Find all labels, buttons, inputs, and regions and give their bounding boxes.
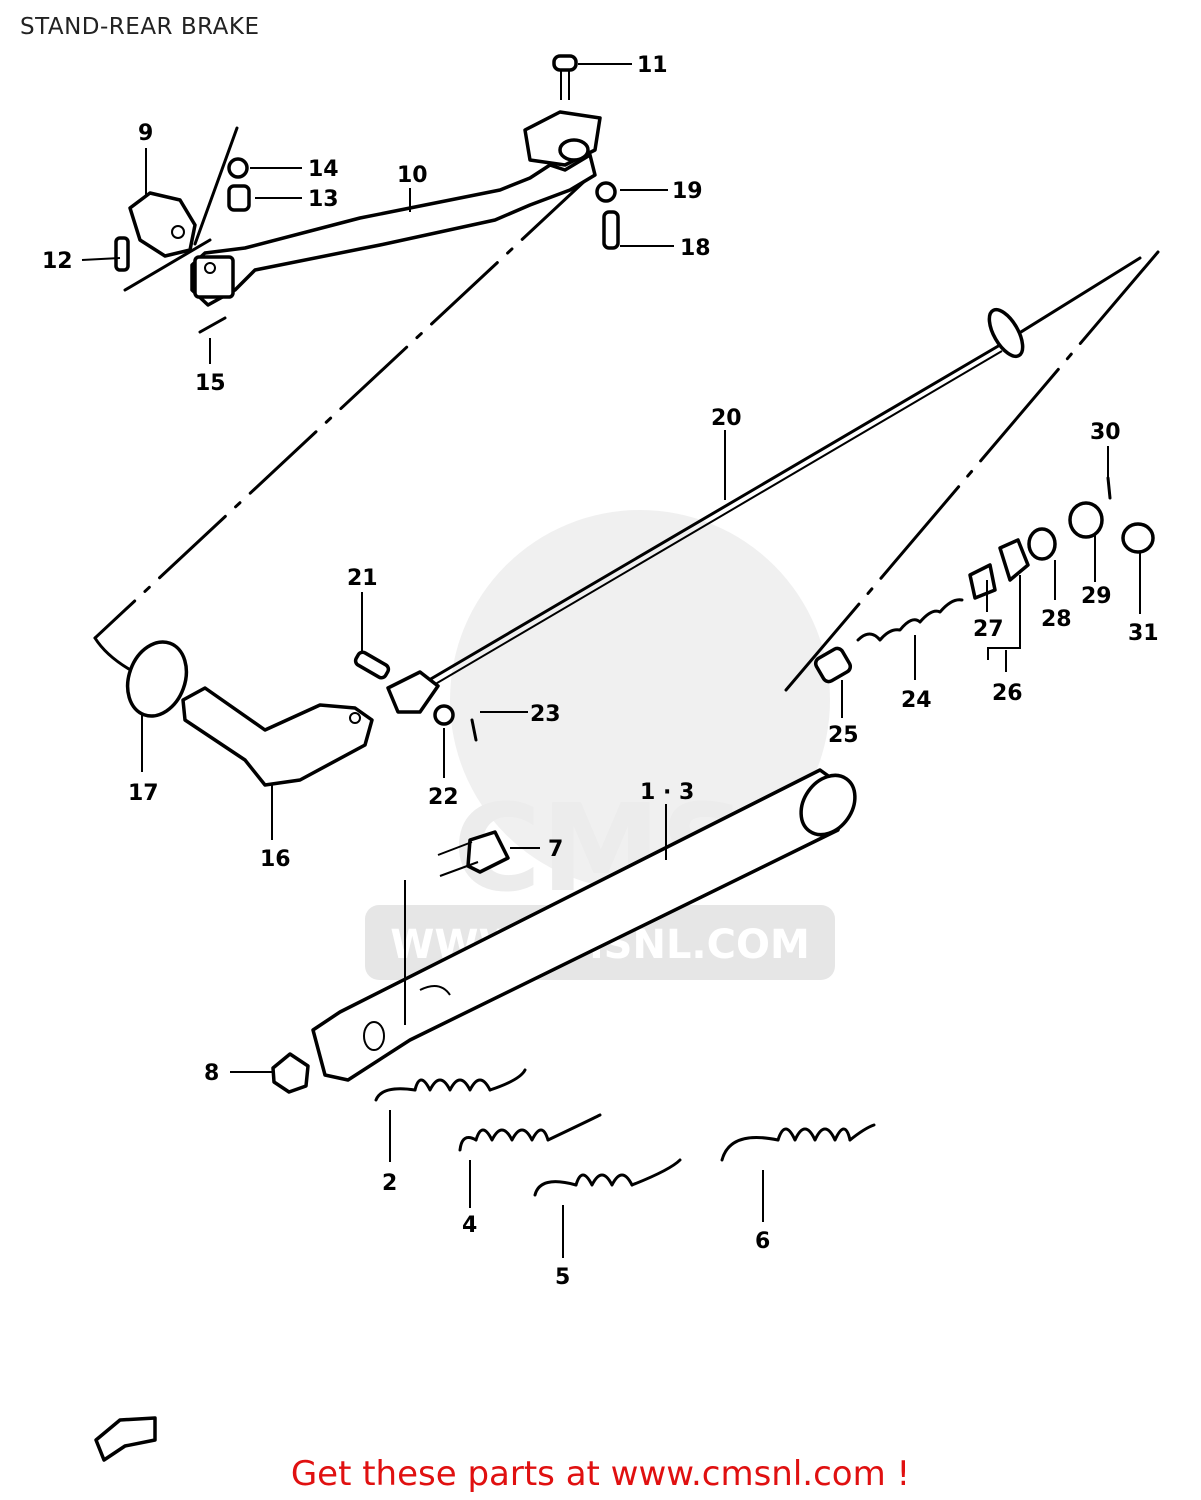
callout-12: 12: [42, 249, 73, 274]
callout-11: 11: [637, 53, 668, 78]
callout-27: 27: [973, 617, 1004, 642]
callout-23: 23: [530, 702, 561, 727]
callout-10: 10: [397, 163, 428, 188]
front-arrow-icon: [94, 1416, 157, 1462]
side-stand: [311, 768, 857, 1082]
callout-20: 20: [711, 406, 742, 431]
callout-9: 9: [138, 121, 153, 146]
callout-16: 16: [260, 847, 291, 872]
small-hardware-top: [114, 54, 620, 334]
callout-29: 29: [1081, 584, 1112, 609]
rod-adjuster-hardware: [353, 476, 1155, 742]
callout-14: 14: [308, 157, 339, 182]
callout-19: 19: [672, 179, 703, 204]
callout-15: 15: [195, 371, 226, 396]
leader-lines: [81, 63, 1141, 1258]
callout-7: 7: [548, 837, 563, 862]
callout-8: 8: [204, 1061, 219, 1086]
callout-18: 18: [680, 236, 711, 261]
callout-4: 4: [462, 1213, 477, 1238]
springs: [374, 1068, 876, 1197]
diagram-title: STAND-REAR BRAKE: [20, 14, 260, 40]
callout-labels: 11 9 14 10 13 19 18 12 15 20 30 21 27 28…: [42, 53, 1159, 1290]
callout-26: 26: [992, 681, 1023, 706]
callout-6: 6: [755, 1229, 770, 1254]
footer-link[interactable]: Get these parts at www.cmsnl.com !: [290, 1454, 911, 1494]
callout-30: 30: [1090, 420, 1121, 445]
brake-arm-shaft: [125, 640, 374, 787]
callout-13: 13: [308, 187, 339, 212]
callout-5: 5: [555, 1265, 570, 1290]
callout-28: 28: [1041, 607, 1072, 632]
stand-bolt-and-nut: [271, 830, 510, 1094]
callout-2: 2: [382, 1171, 397, 1196]
callout-24: 24: [901, 688, 932, 713]
brake-pedal: [190, 110, 602, 307]
callout-21: 21: [347, 566, 378, 591]
callout-25: 25: [828, 723, 859, 748]
callout-22: 22: [428, 785, 459, 810]
callout-31: 31: [1128, 621, 1159, 646]
bracket: [123, 191, 212, 292]
callout-17: 17: [128, 781, 159, 806]
brake-rod: [386, 256, 1142, 714]
callout-1-3: 1 · 3: [640, 780, 694, 805]
